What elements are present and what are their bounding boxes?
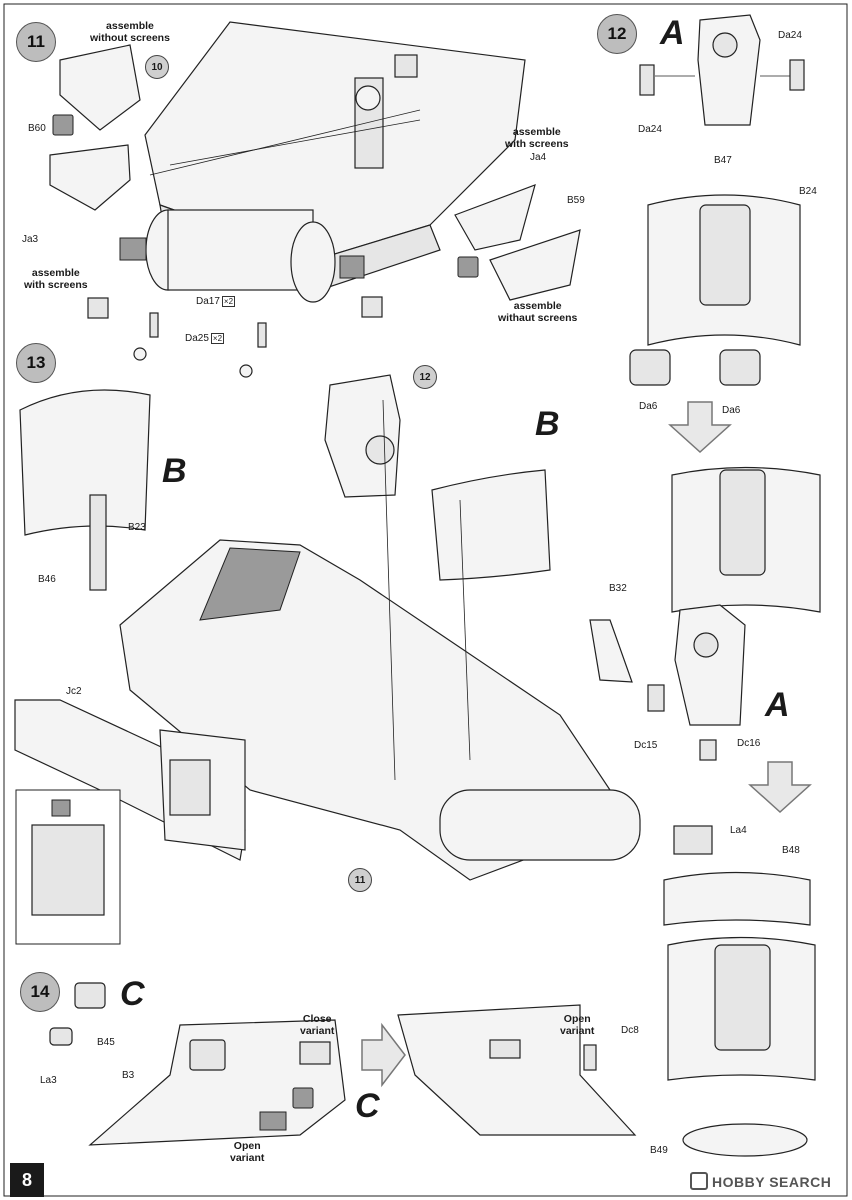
part-label: B47: [714, 155, 732, 166]
subassembly-letter: C: [120, 975, 145, 1013]
part-label: B3: [122, 1070, 135, 1081]
step11-hull-drawing: [49, 21, 581, 378]
part-label: La4: [730, 825, 747, 836]
subassembly-letter: B: [162, 452, 187, 490]
part-label: B49: [650, 1145, 668, 1156]
part-label: Da6: [722, 405, 741, 416]
step-number: 14: [20, 972, 60, 1012]
quantity-badge: ×2: [210, 333, 225, 344]
quantity-badge: ×2: [221, 296, 236, 307]
part-label: Da25×2: [185, 333, 225, 344]
part-label: Dc8: [621, 1025, 639, 1036]
subassembly-letter: A: [660, 14, 685, 52]
note-text: Open variant: [230, 1140, 265, 1164]
step-ref: 12: [413, 365, 437, 389]
hobby-search-logo-icon: [690, 1172, 708, 1190]
part-label: B24: [799, 186, 817, 197]
part-label: B45: [97, 1037, 115, 1048]
part-label: B32: [609, 583, 627, 594]
note-text: assemble withaut screens: [498, 300, 578, 324]
note-text: assemble with screens: [505, 126, 569, 150]
part-label: Da17×2: [196, 296, 236, 307]
note-text: assemble without screens: [90, 20, 170, 44]
note-text: Close variant: [300, 1013, 335, 1037]
part-label: Da24: [638, 124, 662, 135]
step13-hull-drawing: [14, 374, 641, 945]
part-label: B46: [38, 574, 56, 585]
note-text: Open variant: [560, 1013, 595, 1037]
step-number: 13: [16, 343, 56, 383]
part-label: Da6: [639, 401, 658, 412]
step12-turret-drawing: [629, 14, 821, 1157]
subassembly-letter: B: [535, 405, 560, 443]
subassembly-letter: A: [765, 686, 790, 724]
part-label: Ja4: [530, 152, 547, 163]
part-label: B60: [28, 123, 46, 134]
part-label: B59: [567, 195, 585, 206]
step14-hatch-drawing: [49, 982, 637, 1146]
page-number: 8: [10, 1163, 44, 1197]
subassembly-letter: C: [355, 1087, 380, 1125]
part-label: Dc15: [634, 740, 658, 751]
step-ref: 11: [348, 868, 372, 892]
part-label: Da24: [778, 30, 802, 41]
part-label: Jc2: [66, 686, 82, 697]
part-label: B48: [782, 845, 800, 856]
part-label: B23: [128, 522, 146, 533]
watermark: HOBBY SEARCH: [690, 1172, 831, 1190]
part-label: Ja3: [22, 234, 39, 245]
step-number: 11: [16, 22, 56, 62]
step-ref: 10: [145, 55, 169, 79]
step-number: 12: [597, 14, 637, 54]
part-label: Dc16: [737, 738, 761, 749]
note-text: assemble with screens: [24, 267, 88, 291]
part-label: La3: [40, 1075, 57, 1086]
